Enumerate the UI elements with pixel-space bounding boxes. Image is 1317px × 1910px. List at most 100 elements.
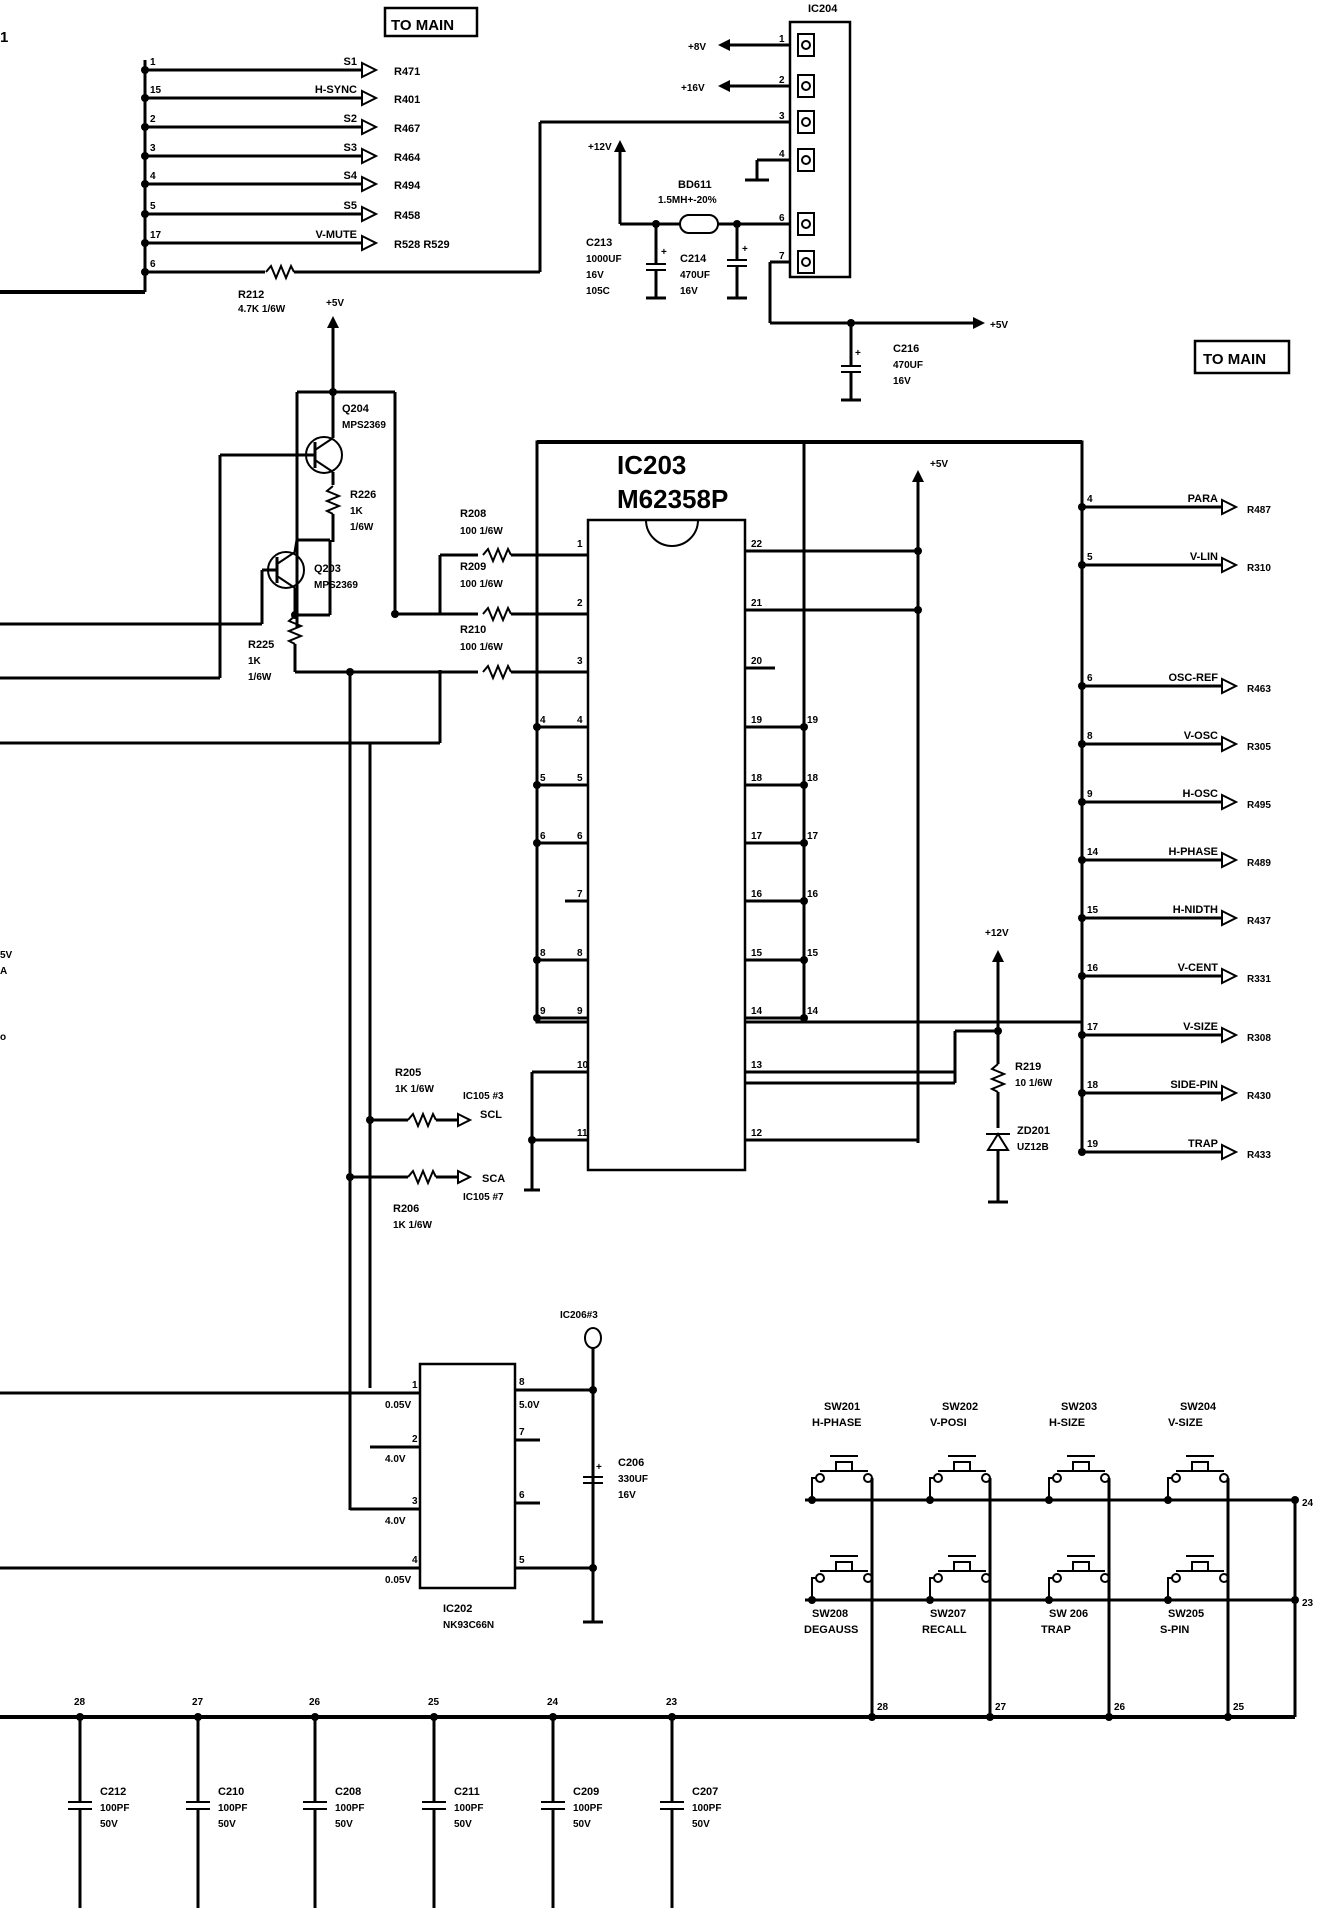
ic202-pin-number: 3 — [412, 1496, 418, 1507]
switch-matrix: 24 23 SW201H-PHASESW202V-POSISW203H-SIZE… — [804, 1401, 1314, 1721]
left-edge-fragment: 5V — [0, 950, 13, 961]
svg-text:100 1/6W: 100 1/6W — [460, 642, 503, 653]
connector-signal: S1 — [344, 56, 357, 68]
ic202-pin-number: 5 — [519, 1555, 525, 1566]
switch-name: V-SIZE — [1168, 1417, 1203, 1429]
svg-text:16V: 16V — [618, 1490, 636, 1501]
svg-text:ZD201: ZD201 — [1017, 1125, 1050, 1137]
switch-top-contact — [1171, 1473, 1181, 1483]
output-ref: R495 — [1247, 800, 1271, 811]
to-main-box-top: TO MAIN — [383, 6, 479, 38]
svg-text:330UF: 330UF — [618, 1474, 648, 1485]
svg-text:23: 23 — [1302, 1598, 1314, 1609]
ic204-pin-box — [797, 212, 815, 236]
ic203-right-pin-number: 14 — [751, 1006, 763, 1017]
ic203-left-pin-number: 8 — [577, 948, 583, 959]
cap-voltage: 50V — [454, 1819, 472, 1830]
ic202-pin-voltage: 5.0V — [519, 1400, 540, 1411]
switch-bottom-contact — [933, 1573, 943, 1583]
connector-ref: R471 — [394, 66, 420, 78]
svg-text:R210: R210 — [460, 624, 486, 636]
ic204-pin-box — [797, 110, 815, 134]
svg-text:100 1/6W: 100 1/6W — [460, 526, 503, 537]
ic204-pin-hole — [801, 219, 811, 229]
svg-text:SCL: SCL — [480, 1109, 502, 1121]
svg-text:16V: 16V — [893, 376, 911, 387]
ic202-pin-number: 1 — [412, 1380, 418, 1391]
output-arrow — [1221, 909, 1239, 927]
svg-text:1/6W: 1/6W — [248, 672, 272, 683]
switch-ref: SW202 — [942, 1401, 978, 1413]
ic203-outer-pin-label: 15 — [807, 948, 819, 959]
switch-top-contact — [1052, 1473, 1062, 1483]
ic203-outer-pin-label: 9 — [540, 1006, 546, 1017]
output-pin: 16 — [1087, 963, 1099, 974]
connector-arrow — [361, 118, 379, 136]
output-arrow — [1221, 1143, 1239, 1161]
ic203-left-pin-number: 4 — [577, 715, 583, 726]
svg-text:16V: 16V — [586, 270, 604, 281]
switch-ref: SW207 — [930, 1608, 966, 1620]
switch-name: V-POSI — [930, 1417, 967, 1429]
output-ref: R310 — [1247, 563, 1271, 574]
output-signal: V-OSC — [1184, 730, 1218, 742]
ic203-outer-pin-label: 17 — [807, 831, 819, 842]
bus-pin: 25 — [428, 1697, 440, 1708]
svg-text:4.7K 1/6W: 4.7K 1/6W — [238, 304, 286, 315]
output-signal: PARA — [1188, 493, 1218, 505]
connector-arrow — [361, 89, 379, 107]
svg-text:16V: 16V — [680, 286, 698, 297]
ic204-pin-hole — [801, 155, 811, 165]
ic203-outer-pin-label: 6 — [540, 831, 546, 842]
output-ref: R305 — [1247, 742, 1271, 753]
output-ref: R487 — [1247, 505, 1271, 516]
svg-text:24: 24 — [1302, 1498, 1314, 1509]
left-edge-fragment: A — [0, 966, 7, 977]
switch-name: H-SIZE — [1049, 1417, 1085, 1429]
ic203-right-pin-number: 16 — [751, 889, 763, 900]
svg-text:R219: R219 — [1015, 1061, 1041, 1073]
switch-column-pin: 27 — [995, 1702, 1007, 1713]
svg-text:1K 1/6W: 1K 1/6W — [395, 1084, 434, 1095]
ic203-right-pin-number: 17 — [751, 831, 763, 842]
svg-text:10 1/6W: 10 1/6W — [1015, 1078, 1053, 1089]
switch-ref: SW204 — [1180, 1401, 1217, 1413]
zener-section: +12V R219 10 1/6W ZD201 UZ12B — [745, 928, 1053, 1204]
connector-ref: R464 — [394, 152, 421, 164]
bus-pin: 27 — [192, 1697, 204, 1708]
svg-text:1/6W: 1/6W — [350, 522, 374, 533]
svg-text:Q203: Q203 — [314, 563, 341, 575]
svg-text:100 1/6W: 100 1/6W — [460, 579, 503, 590]
output-arrow — [1221, 851, 1239, 869]
ic202-pin-number: 7 — [519, 1427, 525, 1438]
bus-pin: 28 — [74, 1697, 86, 1708]
svg-text:IC204: IC204 — [808, 3, 838, 15]
ic204-pin-box — [797, 74, 815, 98]
cap-ref: C211 — [454, 1786, 480, 1798]
ic203-outer-pin-label: 4 — [540, 715, 546, 726]
ic203-node — [533, 956, 541, 964]
connector-pin: 17 — [150, 230, 162, 241]
svg-text:R208: R208 — [460, 508, 486, 520]
cap-value: 100PF — [573, 1803, 602, 1814]
connector-pin: 15 — [150, 85, 162, 96]
ic203-node — [800, 781, 808, 789]
ic203-right-pin-number: 15 — [751, 948, 763, 959]
svg-text:TO MAIN: TO MAIN — [1203, 351, 1266, 368]
output-signal: V-CENT — [1178, 962, 1219, 974]
svg-text:R212: R212 — [238, 289, 264, 301]
cap-voltage: 50V — [218, 1819, 236, 1830]
svg-text:+5V: +5V — [326, 298, 344, 309]
ic203-node — [800, 956, 808, 964]
svg-text:+5V: +5V — [990, 320, 1008, 331]
switch-ref: SW201 — [824, 1401, 860, 1413]
svg-text:1000UF: 1000UF — [586, 254, 622, 265]
switch-bottom-node — [808, 1596, 816, 1604]
ic203-right-pin-number: 12 — [751, 1128, 763, 1139]
output-pin: 8 — [1087, 731, 1093, 742]
switch-top-node — [1164, 1496, 1172, 1504]
output-arrow — [1221, 967, 1239, 985]
output-signal: TRAP — [1188, 1138, 1218, 1150]
switch-top-actuator — [1191, 1461, 1209, 1471]
